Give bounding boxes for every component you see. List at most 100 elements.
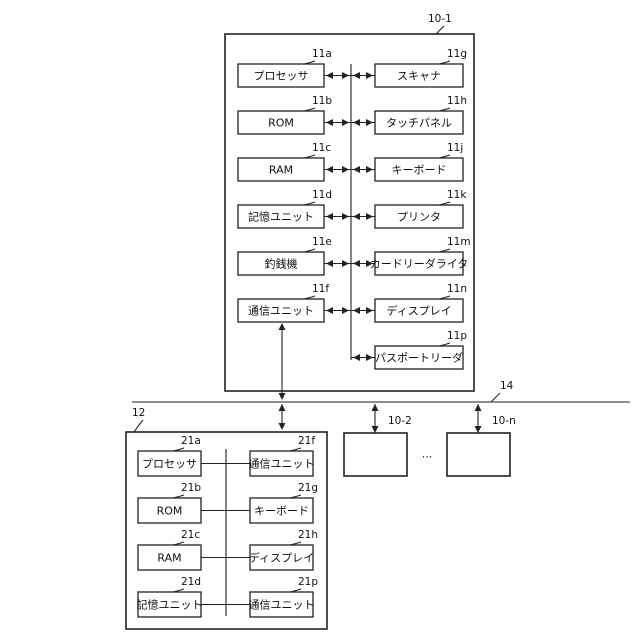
device-main-right-block-0-ref: 11g — [447, 48, 467, 60]
server-left-block-3-label: 記憶ユニット — [137, 598, 203, 612]
arrow-head — [342, 260, 349, 267]
server-left-block-3: 記憶ユニット 21d — [137, 576, 203, 617]
server-right-block-2-ref: 21h — [298, 529, 318, 541]
arrow-head — [279, 323, 286, 330]
arrow-head — [279, 423, 286, 430]
device-main-right-block-5-ref: 11n — [447, 283, 467, 295]
server-left-block-0-ref: 21a — [181, 435, 201, 447]
arrow-head — [366, 166, 373, 173]
device-main-left-block-5-label: 通信ユニット — [248, 305, 314, 318]
arrow-head — [353, 213, 360, 220]
arrow-head — [279, 393, 286, 400]
device-main-right-block-4-label: カードリーダライタ — [370, 257, 469, 271]
arrow-head — [342, 307, 349, 314]
device-main-right-block-0: スキャナ 11g — [375, 48, 467, 87]
server-ref: 12 — [132, 407, 145, 419]
arrow-head — [353, 119, 360, 126]
arrow-head — [342, 72, 349, 79]
device-main-right-block-1: タッチパネル11h — [375, 95, 467, 134]
arrow-head — [326, 307, 333, 314]
arrow-head — [326, 213, 333, 220]
server-left-block-1-ref: 21b — [181, 482, 201, 494]
server-left-block-0: プロセッサ 21a — [138, 435, 201, 476]
server-left-block-2-ref: 21c — [181, 529, 200, 541]
arrow-head — [342, 119, 349, 126]
device-main-left-block-1: ROM11b — [238, 95, 332, 134]
server-right-block-2: ディスプレイ21h — [249, 529, 318, 570]
arrow-head — [342, 166, 349, 173]
device-main-left-block-5-ref: 11f — [312, 283, 329, 295]
arrow-head — [372, 404, 379, 411]
device-main-right-block-4-ref: 11m — [447, 236, 471, 248]
device-main-ref: 10-1 — [428, 13, 452, 25]
server-blocks: プロセッサ 21aROM 21bRAM21c 記憶ユニット 21d 通信ユニット 21f キー… — [137, 435, 319, 617]
arrow-head — [475, 426, 482, 433]
arrow-head — [353, 72, 360, 79]
device-main-right-block-5-label: ディスプレイ — [386, 304, 451, 318]
server-left-block-1-label: ROM — [157, 505, 183, 518]
server-right-block-1-ref: 21g — [298, 482, 318, 494]
device-main-left-block-4-ref: 11e — [312, 236, 332, 248]
device-2-box — [344, 433, 407, 476]
server-left-block-2-label: RAM — [157, 552, 181, 565]
arrow-head — [475, 404, 482, 411]
device-main-right-block-3: プリンタ 11k — [375, 189, 467, 228]
server-left-block-0-label: プロセッサ — [142, 458, 197, 471]
device-main-blocks: プロセッサ11aROM11bRAM 11c 記憶ユニット 11d 釣銭機11e 通信ユニッ… — [238, 48, 471, 369]
device-main-right-block-0-label: スキャナ — [397, 70, 441, 83]
arrow-head — [326, 166, 333, 173]
device-2-ref: 10-2 — [388, 415, 412, 427]
arrow-head — [342, 213, 349, 220]
server-left-block-3-ref: 21d — [181, 576, 201, 588]
arrow-head — [279, 404, 286, 411]
arrow-head — [366, 307, 373, 314]
device-main-right-block-2-ref: 11j — [447, 142, 463, 154]
arrow-head — [326, 72, 333, 79]
device-main-ref-leader — [436, 26, 444, 34]
arrow-head — [353, 354, 360, 361]
device-main-right-block-3-ref: 11k — [447, 189, 467, 201]
device-main-right-block-6: パスポートリーダ11p — [375, 330, 467, 369]
server-right-block-0-label: 通信ユニット — [249, 458, 315, 471]
arrow-head — [372, 426, 379, 433]
device-main-left-block-2-ref: 11c — [312, 142, 331, 154]
arrow-head — [326, 119, 333, 126]
server-right-block-0-ref: 21f — [298, 435, 315, 447]
device-main-left-block-3-ref: 11d — [312, 189, 332, 201]
device-main-left-block-3-label: 記憶ユニット — [248, 210, 314, 224]
device-main-left-block-2-label: RAM — [269, 164, 293, 177]
arrow-head — [326, 260, 333, 267]
server-left-block-2: RAM21c — [138, 529, 201, 570]
device-main-right-block-2: キーボード11j — [375, 142, 463, 181]
device-main-right-block-1-ref: 11h — [447, 95, 467, 107]
device-main-left-block-3: 記憶ユニット 11d — [238, 189, 332, 228]
device-main-left-block-0-ref: 11a — [312, 48, 332, 60]
device-main-right-block-2-label: キーボード — [392, 164, 447, 177]
device-n-ref: 10-n — [492, 415, 516, 427]
arrow-head — [353, 307, 360, 314]
device-main-left-block-4: 釣銭機11e — [238, 236, 332, 275]
server-right-block-0: 通信ユニット 21f — [249, 435, 316, 476]
network-ref-leader — [491, 393, 500, 402]
arrow-head — [366, 119, 373, 126]
device-main-right-block-6-label: パスポートリーダ — [375, 351, 463, 365]
ellipsis: ... — [422, 448, 433, 461]
server-right-block-3: 通信ユニット 21p — [249, 576, 319, 617]
server-right-block-3-ref: 21p — [298, 576, 318, 588]
device-n-box — [447, 433, 510, 476]
device-main-right-block-5: ディスプレイ 11n — [375, 283, 467, 322]
device-main-left-block-2: RAM 11c — [238, 142, 331, 181]
arrow-head — [366, 72, 373, 79]
arrow-head — [366, 213, 373, 220]
device-main-left-block-5: 通信ユニット 11f — [238, 283, 329, 322]
network-ref: 14 — [500, 380, 514, 392]
device-main-right-block-3-label: プリンタ — [397, 211, 441, 224]
device-main-left-block-0: プロセッサ11a — [238, 48, 332, 87]
arrow-head — [353, 166, 360, 173]
server-right-block-3-label: 通信ユニット — [249, 599, 315, 612]
device-main-right-block-4: カードリーダライタ 11m — [370, 236, 471, 275]
server-right-block-1-label: キーボード — [254, 505, 309, 518]
server-left-block-1: ROM 21b — [138, 482, 201, 523]
server-ref-leader — [134, 420, 143, 432]
